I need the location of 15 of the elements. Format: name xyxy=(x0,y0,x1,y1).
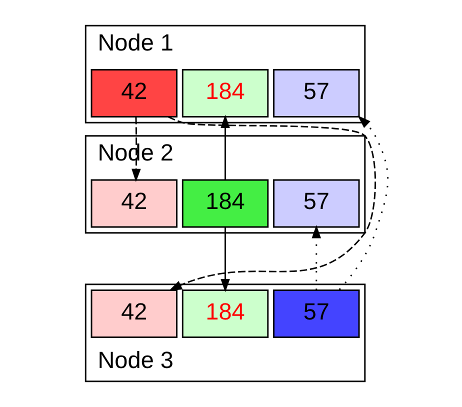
arrow xyxy=(338,116,388,290)
arrow xyxy=(132,116,141,182)
node-box: 42 xyxy=(90,289,178,338)
node-box: 57 xyxy=(273,179,360,228)
node-box: 184 xyxy=(182,289,269,338)
node-box: 184 xyxy=(182,179,269,228)
node-box: 42 xyxy=(90,179,178,228)
arrow xyxy=(312,224,322,290)
node-box: 184 xyxy=(182,69,269,118)
node-box: 57 xyxy=(273,289,360,338)
arrow xyxy=(220,114,230,180)
node-box: 57 xyxy=(273,69,360,118)
arrow xyxy=(168,116,376,291)
node-box: 42 xyxy=(90,69,178,118)
arrow xyxy=(220,227,230,292)
